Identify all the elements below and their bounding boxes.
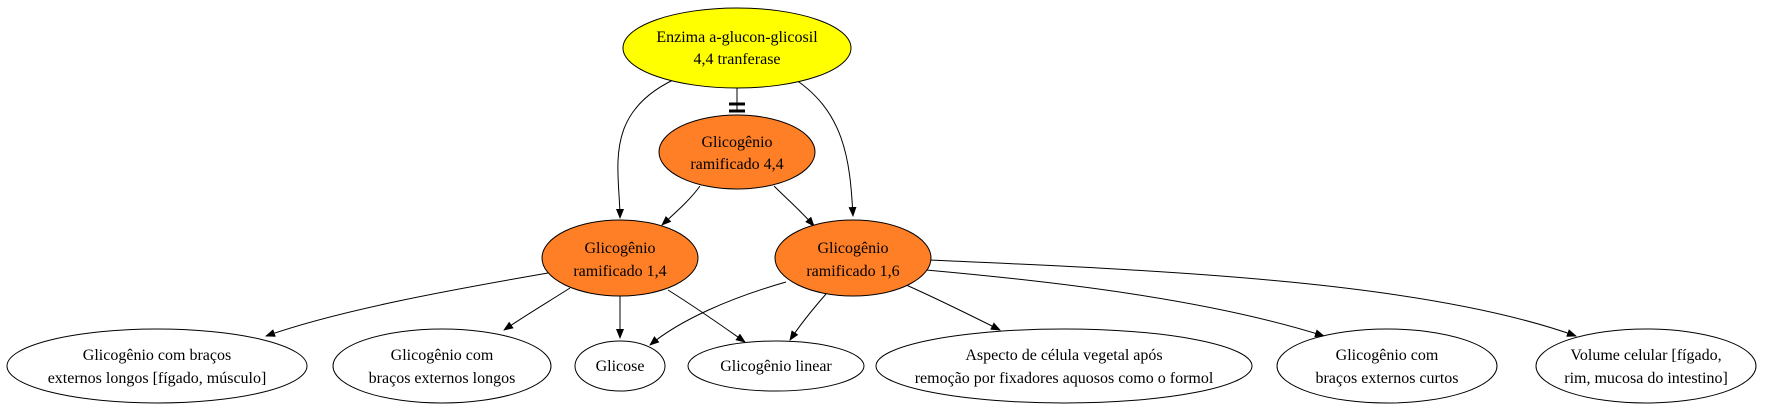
short-outer-ellipse xyxy=(1276,328,1498,404)
long-outer-ellipse xyxy=(332,328,552,404)
node-branched44: Glicogênio ramificado 4,4 xyxy=(658,114,816,190)
node-cell-volume: Volume celular [fígado, rim, mucosa do i… xyxy=(1535,328,1757,404)
long-outer-label-line1: Glicogênio com xyxy=(391,347,494,364)
node-enzyme: Enzima a-glucon-glicosil 4,4 tranferase xyxy=(622,7,852,89)
node-short-outer: Glicogênio com braços externos curtos xyxy=(1276,328,1498,404)
long-outer-liver-muscle-label-line1: Glicogênio com braços xyxy=(83,347,231,364)
glucose-ellipse xyxy=(574,340,666,392)
glucose-label: Glicose xyxy=(596,358,645,375)
tee-icon xyxy=(729,102,745,113)
edge-enzyme-to-branched16 xyxy=(789,75,857,217)
edge-branched16-to-linear xyxy=(789,293,827,341)
edge-branched16-to-plant-cell xyxy=(903,283,1001,331)
node-linear: Glicogênio linear xyxy=(687,340,865,392)
edge-branched16-to-cell-volume xyxy=(929,259,1577,337)
long-outer-liver-muscle-label-line2: externos longos [fígado, músculo] xyxy=(48,370,267,387)
edge-branched14-to-linear xyxy=(667,289,746,343)
edge-branched14-to-long-outer xyxy=(503,287,571,331)
cell-volume-label-line1: Volume celular [fígado, xyxy=(1570,347,1721,364)
edge-enzyme-to-branched14 xyxy=(615,75,683,219)
edge-branched44-to-branched14 xyxy=(661,185,701,226)
branched16-label-line2: ramificado 1,6 xyxy=(806,263,899,280)
enzyme-ellipse xyxy=(622,7,852,89)
branched14-ellipse xyxy=(541,219,699,297)
edge-branched16-to-short-outer xyxy=(925,269,1325,338)
node-long-outer: Glicogênio com braços externos longos xyxy=(332,328,552,404)
node-plant-cell: Aspecto de célula vegetal após remoção p… xyxy=(875,328,1253,404)
enzyme-label-line2: 4,4 tranferase xyxy=(693,51,780,68)
cell-volume-label-line2: rim, mucosa do intestino] xyxy=(1564,370,1728,387)
plant-cell-ellipse xyxy=(875,328,1253,404)
cell-volume-ellipse xyxy=(1535,328,1757,404)
edge-branched14-to-long-outer-liver-muscle xyxy=(265,272,549,337)
linear-ellipse xyxy=(687,340,865,392)
short-outer-label-line1: Glicogênio com xyxy=(1336,347,1439,364)
short-outer-label-line2: braços externos curtos xyxy=(1315,370,1458,387)
branched14-label-line1: Glicogênio xyxy=(584,240,655,257)
plant-cell-label-line1: Aspecto de célula vegetal após xyxy=(965,347,1162,364)
node-branched16: Glicogênio ramificado 1,6 xyxy=(774,219,932,297)
edges xyxy=(265,75,1577,346)
plant-cell-label-line2: remoção por fixadores aquosos como o for… xyxy=(915,370,1214,387)
edge-branched44-to-branched16 xyxy=(773,185,815,227)
node-long-outer-liver-muscle: Glicogênio com braços externos longos [f… xyxy=(6,328,308,404)
long-outer-label-line2: braços externos longos xyxy=(369,370,516,387)
branched14-label-line2: ramificado 1,4 xyxy=(573,263,666,280)
node-glucose: Glicose xyxy=(574,340,666,392)
edge-branched16-to-glucose xyxy=(649,281,787,346)
enzyme-label-line1: Enzima a-glucon-glicosil xyxy=(656,29,818,46)
branched16-ellipse xyxy=(774,219,932,297)
branched44-ellipse xyxy=(658,114,816,190)
linear-label: Glicogênio linear xyxy=(720,358,832,375)
branched16-label-line1: Glicogênio xyxy=(817,240,888,257)
node-branched14: Glicogênio ramificado 1,4 xyxy=(541,219,699,297)
branched44-label-line1: Glicogênio xyxy=(701,134,772,151)
long-outer-liver-muscle-ellipse xyxy=(6,328,308,404)
branched44-label-line2: ramificado 4,4 xyxy=(690,156,783,173)
